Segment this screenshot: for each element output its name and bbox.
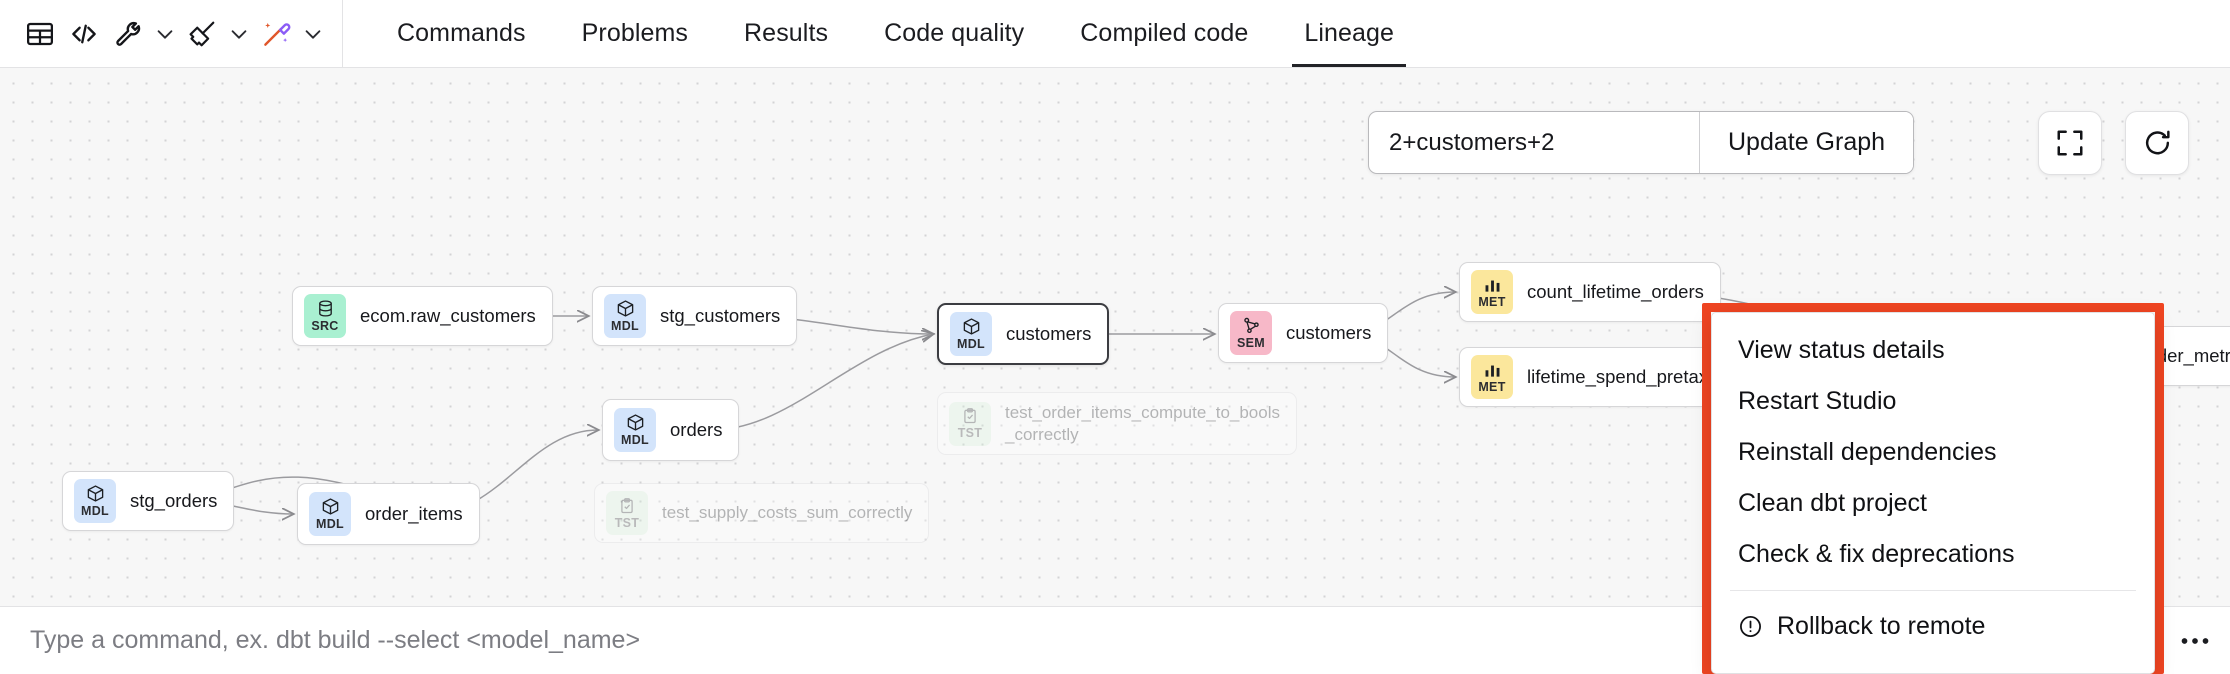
magic-wand-icon[interactable] (254, 12, 298, 56)
refresh-icon[interactable] (2125, 111, 2189, 175)
database-icon: SRC (304, 294, 346, 338)
menu-item-reinstall-dependencies[interactable]: Reinstall dependencies (1738, 437, 1997, 466)
ellipsis-icon[interactable] (2160, 607, 2230, 674)
lineage-node-stg_orders[interactable]: MDL stg_orders (62, 471, 235, 531)
wrench-icon[interactable] (106, 12, 150, 56)
lineage-node-customers[interactable]: SEM customers (1218, 303, 1389, 363)
node-type-label: MET (1478, 380, 1506, 394)
broom-icon[interactable] (180, 12, 224, 56)
node-label: customers (1286, 322, 1372, 344)
fix-tool-pair (106, 12, 180, 56)
lineage-node-test_supply_costs_sum_correctly[interactable]: TST test_supply_costs_sum_correctly (594, 483, 930, 543)
node-type-label: MDL (316, 517, 344, 531)
graph-search-wrap: Update Graph (1368, 111, 1915, 174)
semantic-icon: SEM (1230, 311, 1272, 355)
lineage-node-stg_customers[interactable]: MDL stg_customers (592, 286, 798, 346)
node-label: customers (1006, 323, 1092, 345)
clean-tool-pair (180, 12, 254, 56)
node-type-label: SRC (311, 319, 339, 333)
lineage-node-count_lifetime_orders[interactable]: MET count_lifetime_orders (1459, 262, 1721, 322)
clipboard-icon: TST (949, 401, 991, 446)
cube-icon: MDL (950, 312, 992, 356)
node-label: stg_customers (660, 305, 781, 327)
bar-chart-icon: MET (1471, 355, 1513, 399)
tab-commands[interactable]: Commands (397, 19, 526, 47)
chevron-down-icon-ai[interactable] (298, 12, 328, 56)
clipboard-icon: TST (606, 491, 648, 535)
tab-problems[interactable]: Problems (581, 19, 689, 47)
tab-results[interactable]: Results (744, 19, 829, 47)
node-type-label: MDL (81, 504, 109, 518)
tab-compiled-code[interactable]: Compiled code (1080, 19, 1249, 47)
node-label: ecom.raw_customers (360, 305, 536, 327)
cube-icon: MDL (614, 408, 656, 452)
lineage-node-lifetime_spend_pretax[interactable]: MET lifetime_spend_pretax (1459, 347, 1725, 407)
node-label: orders (670, 419, 723, 441)
node-label: order_items (365, 503, 463, 525)
editor-tool-group (0, 0, 343, 67)
alert-circle-icon (1738, 614, 1763, 639)
node-label: count_lifetime_orders (1527, 281, 1704, 303)
graph-search-input[interactable] (1369, 112, 1699, 173)
node-label: lifetime_spend_pretax (1527, 366, 1708, 388)
lineage-node-ecom.raw_customers[interactable]: SRC ecom.raw_customers (292, 286, 553, 346)
node-type-label: MDL (621, 433, 649, 447)
menu-divider (1730, 590, 2136, 591)
menu-item-restart-studio[interactable]: Restart Studio (1738, 386, 1897, 415)
command-input[interactable] (0, 607, 1885, 674)
lineage-node-order_items[interactable]: MDL order_items (297, 483, 480, 545)
main-tabs: Commands Problems Results Code quality Compi… (343, 0, 1422, 67)
node-label: test_order_items_compute_to_bools _corre… (1005, 403, 1280, 444)
node-type-label: MDL (611, 319, 639, 333)
table-view-icon[interactable] (18, 12, 62, 56)
menu-item-view-status-details[interactable]: View status details (1738, 335, 1945, 364)
ai-tool-pair (254, 12, 328, 56)
node-type-label: MDL (957, 337, 985, 351)
node-label: stg_orders (130, 490, 218, 512)
top-toolbar: Commands Problems Results Code quality Compi… (0, 0, 2230, 68)
tab-code-quality[interactable]: Code quality (884, 19, 1025, 47)
fit-view-icon[interactable] (2038, 111, 2102, 175)
menu-item-rollback-to-remote[interactable]: Rollback to remote (1712, 601, 2154, 651)
lineage-node-orders[interactable]: MDL orders (602, 399, 740, 461)
node-type-label: SEM (1237, 336, 1265, 350)
lineage-node-customers[interactable]: MDL customers (937, 303, 1110, 365)
cube-icon: MDL (74, 479, 116, 523)
chevron-down-icon-clean[interactable] (224, 12, 254, 56)
update-graph-button[interactable]: Update Graph (1699, 112, 1914, 173)
menu-item-check-fix-deprecations[interactable]: Check & fix deprecations (1738, 539, 2015, 568)
tab-lineage[interactable]: Lineage (1276, 0, 1422, 67)
cube-icon: MDL (309, 492, 351, 536)
lineage-node-test_order_items_compute_to_bools[interactable]: TST test_order_items_compute_to_bools _co… (937, 392, 1297, 455)
node-type-label: TST (957, 426, 983, 440)
node-type-label: TST (614, 515, 640, 530)
chevron-down-icon-fix[interactable] (150, 12, 180, 56)
cube-icon: MDL (604, 294, 646, 338)
menu-item-clean-dbt-project[interactable]: Clean dbt project (1738, 488, 1928, 517)
menu-item-label: Rollback to remote (1777, 611, 1986, 640)
code-view-icon[interactable] (62, 12, 106, 56)
node-type-label: MET (1478, 295, 1506, 309)
node-label: test_supply_costs_sum_correctly (662, 503, 913, 523)
bar-chart-icon: MET (1471, 270, 1513, 314)
